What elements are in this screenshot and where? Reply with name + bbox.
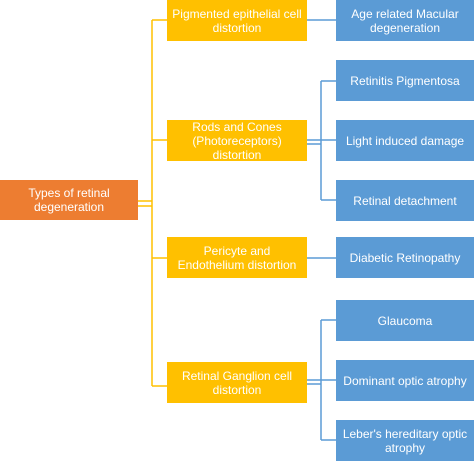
leaf-label: Age related Macular degeneration [351, 6, 459, 35]
leaf-node-diabetic-retinopathy: Diabetic Retinopathy [336, 237, 474, 278]
leaf-node-retinal-detachment: Retinal detachment [336, 180, 474, 221]
leaf-label: Dominant optic atrophy [343, 373, 467, 388]
category-node-rods-cones: Rods and Cones (Photoreceptors) distorti… [167, 119, 307, 162]
leaf-node-retinitis-pigmentosa: Retinitis Pigmentosa [336, 60, 474, 101]
leaf-label: Retinitis Pigmentosa [350, 73, 460, 88]
root-node: Types of retinal degeneration [0, 180, 138, 220]
category-label: Pericyte and Endothelium distortion [177, 243, 297, 272]
category-label: Rods and Cones (Photoreceptors) distorti… [192, 119, 282, 162]
leaf-node-dominant-optic-atrophy: Dominant optic atrophy [336, 360, 474, 401]
category-label: Retinal Ganglion cell distortion [181, 368, 293, 397]
leaf-label: Light induced damage [345, 133, 465, 148]
leaf-node-lebers-optic-atrophy: Leber's hereditary optic atrophy [336, 420, 474, 461]
leaf-label: Diabetic Retinopathy [349, 250, 461, 265]
leaf-node-light-induced-damage: Light induced damage [336, 120, 474, 161]
category-node-retinal-ganglion: Retinal Ganglion cell distortion [167, 362, 307, 403]
leaf-label: Leber's hereditary optic atrophy [342, 426, 468, 455]
leaf-label: Retinal detachment [353, 193, 457, 208]
category-node-pericyte-endothelium: Pericyte and Endothelium distortion [167, 237, 307, 278]
leaf-node-amd: Age related Macular degeneration [336, 0, 474, 41]
leaf-node-glaucoma: Glaucoma [336, 300, 474, 341]
category-node-pigmented-epithelial: Pigmented epithelial cell distortion [167, 0, 307, 41]
category-label: Pigmented epithelial cell distortion [172, 6, 302, 35]
leaf-label: Glaucoma [377, 313, 433, 328]
root-label: Types of retinal degeneration [28, 186, 110, 214]
